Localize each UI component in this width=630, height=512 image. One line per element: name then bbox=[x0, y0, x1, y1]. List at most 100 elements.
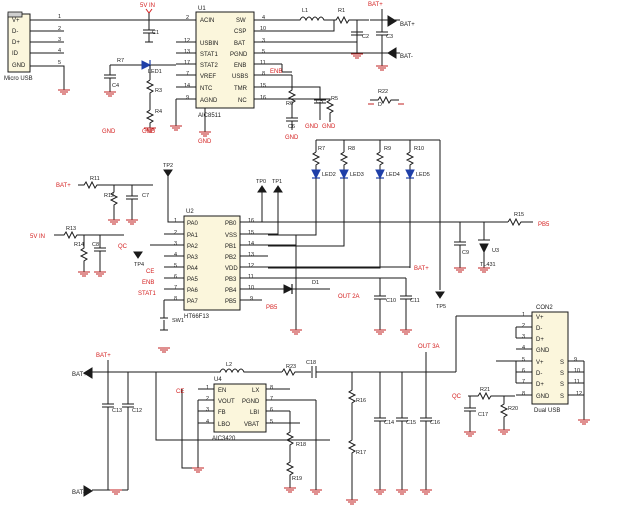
con2-pin-7: D+ bbox=[536, 382, 544, 388]
u2-microcontroller: U2 HT66F13 PA0 PA1 PA2 PA3 PA4 PA5 PA6 P… bbox=[150, 209, 278, 320]
con2-s-4: S bbox=[560, 394, 564, 400]
micro-usb-pin-v: V+ bbox=[12, 18, 20, 24]
net-bat-plus-sense: BAT+ bbox=[56, 183, 71, 189]
u1-pin-tmr: TMR bbox=[234, 86, 248, 92]
con2-num-12: 12 bbox=[576, 391, 582, 397]
jumper-d-label: D bbox=[378, 102, 382, 108]
net-out-2a: OUT 2A bbox=[338, 294, 360, 300]
u2-pin-vdd: VDD bbox=[225, 266, 238, 272]
r14-label: R14 bbox=[74, 242, 84, 248]
r22-jumper: R22 D bbox=[368, 89, 404, 108]
micro-usb-num-1: 1 bbox=[58, 14, 61, 20]
u4-num-3: 3 bbox=[206, 407, 209, 413]
tp1-label: TP1 bbox=[272, 179, 282, 185]
net-qc-mcu: QC bbox=[118, 244, 128, 250]
led2-label: LED2 bbox=[322, 172, 336, 178]
r5-gnd: GND bbox=[322, 124, 336, 130]
con2-name: Dual USB bbox=[534, 408, 560, 414]
u1-part: AIC8511 bbox=[198, 113, 222, 119]
u2-num-7: 7 bbox=[174, 285, 177, 291]
tp2-label: TP2 bbox=[163, 163, 173, 169]
net-bat-plus-u1: BAT+ bbox=[368, 2, 383, 8]
con2-num-9: 9 bbox=[574, 357, 577, 363]
r23-label: R23 bbox=[286, 364, 296, 370]
u1-num-17: 17 bbox=[184, 60, 190, 66]
u2-num-12: 12 bbox=[248, 263, 254, 269]
con2-s-2: S bbox=[560, 371, 564, 377]
r6-label: R6 bbox=[286, 101, 293, 107]
u3-ref: U3 bbox=[492, 248, 499, 254]
micro-usb-num-3: 3 bbox=[58, 37, 61, 43]
u4-pin-lx: LX bbox=[252, 388, 259, 394]
led4-label: LED4 bbox=[386, 172, 400, 178]
c2-label: C2 bbox=[362, 34, 369, 40]
con2-num-7: 7 bbox=[522, 379, 525, 385]
r11-label: R11 bbox=[90, 176, 100, 182]
u4-pin-fb: FB bbox=[218, 410, 226, 416]
net-pb5: PB5 bbox=[266, 305, 278, 311]
u2-pin-pb3: PB3 bbox=[225, 277, 237, 283]
bat-minus-terminal: BAT- bbox=[400, 54, 413, 60]
u4-num-2: 2 bbox=[206, 396, 209, 402]
c17-label: C17 bbox=[478, 412, 488, 418]
tp0-label: TP0 bbox=[256, 179, 266, 185]
c8-label: C8 bbox=[92, 242, 99, 248]
c6-label: C6 bbox=[288, 124, 295, 130]
u2-ref: U2 bbox=[186, 209, 194, 215]
tp2-test-point: TP2 bbox=[163, 163, 178, 223]
micro-usb-pin-dm: D- bbox=[12, 29, 18, 35]
u1-num-3: 3 bbox=[262, 38, 265, 44]
u4-num-5: 5 bbox=[270, 419, 273, 425]
r9-label: R9 bbox=[384, 146, 391, 152]
led-array: R7 R8 R9 R10 LED2 LED3 LED4 LED5 bbox=[268, 139, 441, 290]
bat-plus-terminal: BAT+ bbox=[400, 22, 415, 28]
l1-inductor: L1 bbox=[292, 8, 332, 22]
u4-pin-lbi: LBI bbox=[250, 410, 259, 416]
u1-num-10: 10 bbox=[260, 26, 266, 32]
u2-num-2: 2 bbox=[174, 230, 177, 236]
mcu-supply-network: 5V IN R13 R14 C8 bbox=[30, 226, 124, 272]
r1-label: R1 bbox=[338, 8, 345, 14]
ground-symbols bbox=[78, 53, 590, 505]
r20-label: R20 bbox=[508, 406, 518, 412]
r4-label: R4 bbox=[155, 109, 162, 115]
led3-label: LED3 bbox=[350, 172, 364, 178]
c9-label: C9 bbox=[462, 250, 469, 256]
u2-num-6: 6 bbox=[174, 274, 177, 280]
con2-s-3: S bbox=[560, 382, 564, 388]
r7-label: R7 bbox=[318, 146, 325, 152]
con2-pin-3: D+ bbox=[536, 337, 544, 343]
u4-num-4: 4 bbox=[206, 419, 209, 425]
tp4-label: TP4 bbox=[134, 262, 144, 268]
c4-capacitor: C4 GND bbox=[102, 74, 119, 135]
u2-num-8: 8 bbox=[174, 296, 177, 302]
c1-label: C1 bbox=[152, 30, 159, 36]
u4-num-7: 7 bbox=[270, 396, 273, 402]
r5-label: R5 bbox=[331, 96, 338, 102]
r16-label: R16 bbox=[356, 398, 366, 404]
u3-part: TL431 bbox=[480, 262, 496, 268]
u1-num-13: 13 bbox=[184, 49, 190, 55]
u2-pin-pa6: PA6 bbox=[187, 288, 199, 294]
net-enb-mcu: ENB bbox=[142, 280, 154, 286]
tp5-label: TP5 bbox=[436, 304, 446, 310]
r6-r5-c5-c6: R6 C5 R5 C6 GND GND GND bbox=[285, 75, 338, 141]
con2-pin-2: D- bbox=[536, 326, 542, 332]
c12-label: C12 bbox=[132, 408, 142, 414]
con2-s-1: S bbox=[560, 360, 564, 366]
con2-pin-1: V+ bbox=[536, 315, 544, 321]
bat-minus-boost-terminal: BAT- bbox=[72, 490, 85, 496]
c1-capacitor: C1 bbox=[143, 20, 159, 43]
c7-label: C7 bbox=[142, 193, 149, 199]
u2-num-3: 3 bbox=[174, 241, 177, 247]
c6-gnd: GND bbox=[285, 135, 299, 141]
micro-usb-num-4: 4 bbox=[58, 48, 61, 54]
u1-pin-ntc: NTC bbox=[200, 86, 213, 92]
r3-label: R3 bbox=[155, 88, 162, 94]
u2-pin-pb4: PB4 bbox=[225, 288, 237, 294]
l1-label: L1 bbox=[302, 8, 308, 14]
micro-usb-label: Micro USB bbox=[4, 76, 33, 82]
r13-label: R13 bbox=[66, 226, 76, 232]
u2-pin-vss: VSS bbox=[225, 233, 237, 239]
con2-num-8: 8 bbox=[522, 391, 525, 397]
